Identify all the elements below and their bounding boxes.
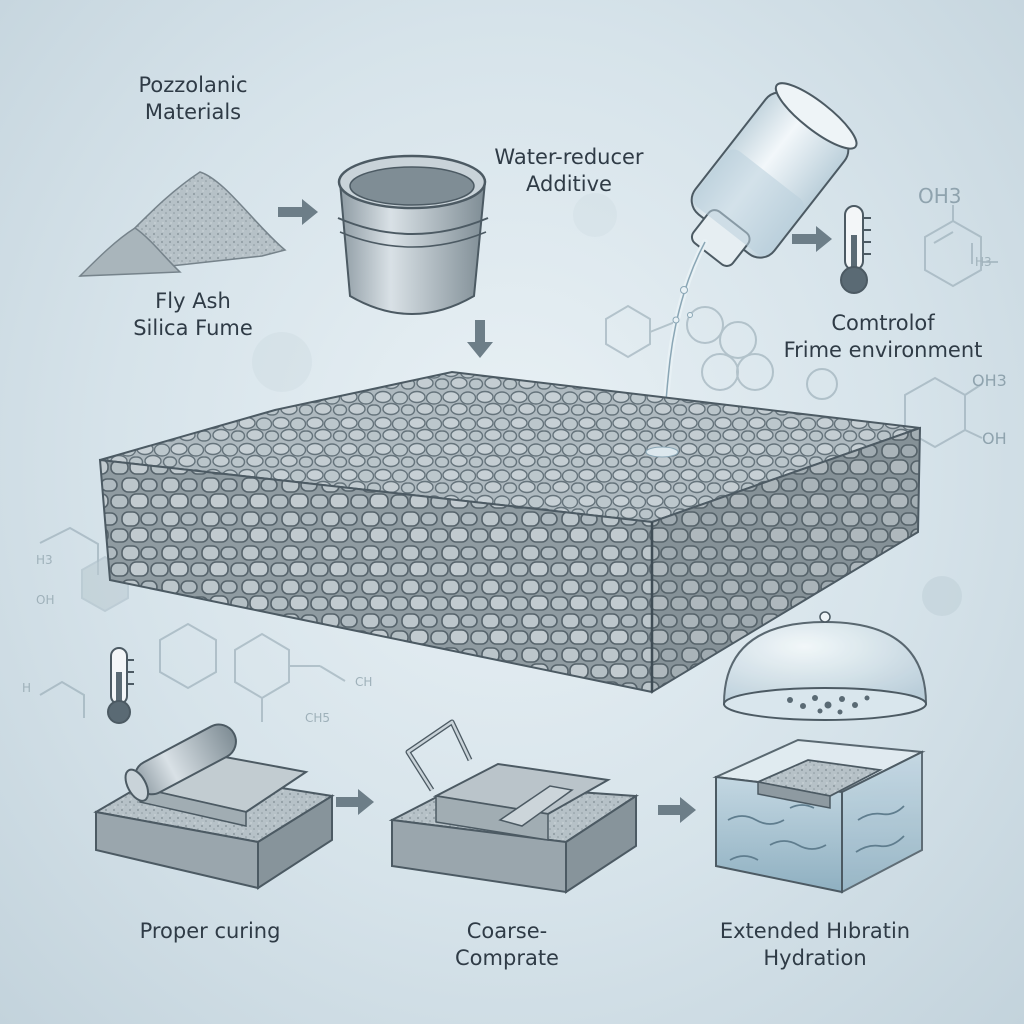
label-line: Hydration <box>763 946 867 970</box>
glass-dome-icon <box>722 611 928 721</box>
chem-label: H <box>22 681 31 695</box>
label-control-environment: Comtrolof Frime environment <box>748 310 1018 364</box>
label-water-reducer-additive: Water-reducer Additive <box>494 144 644 198</box>
label-extended-hydration: Extended Hıbratin Hydration <box>710 918 920 972</box>
label-proper-curing: Proper curing <box>120 918 300 945</box>
thermometer-icon <box>840 205 871 294</box>
label-line: Coarse- <box>466 919 548 943</box>
chem-label: CH <box>355 675 372 689</box>
water-tank-icon <box>712 738 926 894</box>
arrow-icon <box>467 320 493 358</box>
arrow-icon <box>658 797 696 823</box>
label-line: Materials <box>144 100 242 124</box>
label-line: Frime environment <box>783 338 983 362</box>
label-line: Proper curing <box>139 919 281 943</box>
chem-label: OH3 <box>918 184 962 208</box>
label-fly-ash-silica-fume: Fly Ash Silica Fume <box>118 288 268 342</box>
label-line: Comprate <box>455 946 559 970</box>
compactor-icon <box>388 719 640 894</box>
arrow-icon <box>278 199 318 225</box>
thermometer-icon <box>107 647 134 724</box>
powder-pile-icon <box>78 171 287 277</box>
arrow-icon <box>792 226 832 252</box>
label-line: Pozzolanic <box>138 73 248 97</box>
chem-label: CH5 <box>305 711 330 725</box>
concrete-slab <box>98 370 922 694</box>
label-line: Comtrolof <box>831 311 935 335</box>
chem-label: OH3 <box>972 371 1007 390</box>
chem-label: OH <box>36 593 54 607</box>
label-line: Silica Fume <box>133 316 253 340</box>
chem-label: H3 <box>36 553 53 567</box>
bucket-icon <box>337 154 489 315</box>
pouring-bottle-icon <box>661 82 858 451</box>
label-line: Additive <box>526 172 612 196</box>
label-pozzolanic-materials: Pozzolanic Materials <box>118 72 268 126</box>
chem-label: OH <box>982 429 1007 448</box>
label-coarse-comprate: Coarse- Comprate <box>432 918 582 972</box>
label-line: Fly Ash <box>155 289 231 313</box>
chem-label: H3 <box>975 255 992 269</box>
chemical-structures-background <box>39 193 998 722</box>
label-line: Extended Hıbratin <box>719 919 911 943</box>
label-line: Water-reducer <box>494 145 644 169</box>
arrow-icon <box>336 789 374 815</box>
roller-icon <box>93 723 335 890</box>
